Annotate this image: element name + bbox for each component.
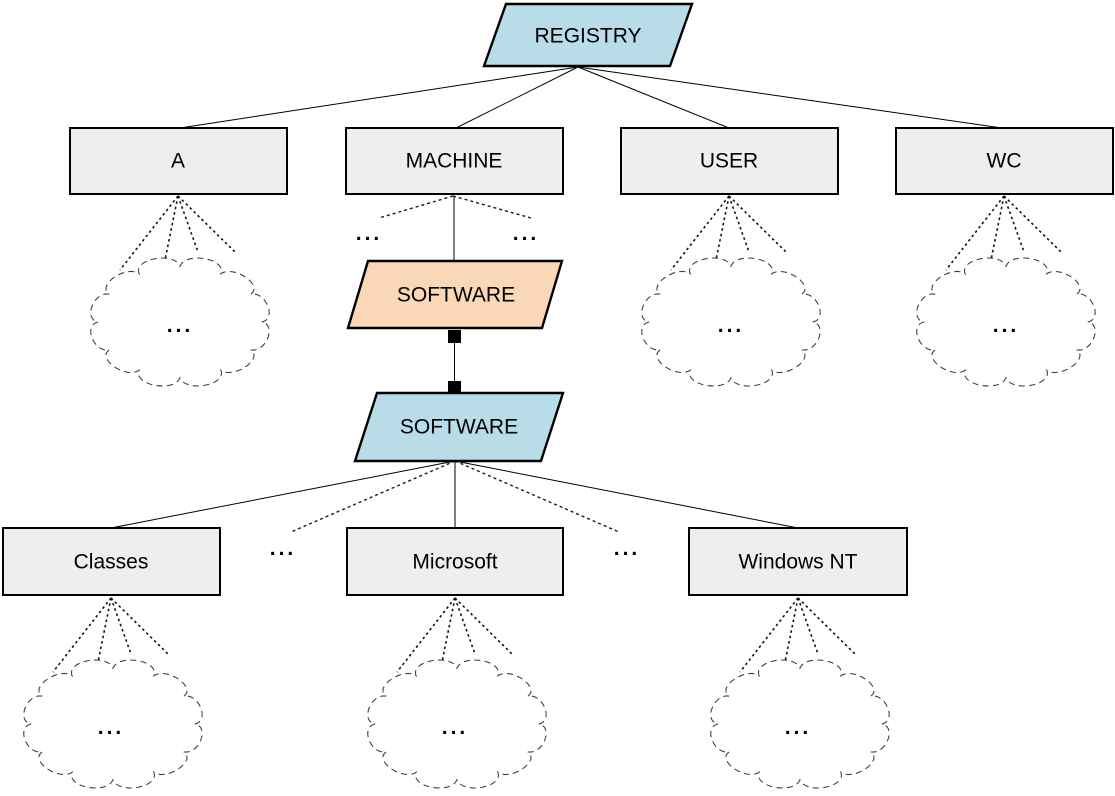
edge-registry-a xyxy=(179,66,579,129)
ellipsis-machine-right: ... xyxy=(513,222,540,245)
edges-software-children xyxy=(110,460,799,533)
edge-machine-ellipsis-right xyxy=(452,195,532,219)
node-wc-shape xyxy=(895,127,1114,195)
ellipsis-row3-right: ... xyxy=(614,537,641,560)
cloud-under-wc xyxy=(917,196,1095,386)
edge-registry-wc xyxy=(577,66,1003,129)
cloud-under-a xyxy=(91,196,269,386)
node-software-shape xyxy=(353,391,565,463)
node-software-machine-label: SOFTWARE xyxy=(397,284,515,307)
node-software-label: SOFTWARE xyxy=(400,416,518,439)
software-link-square-top xyxy=(448,330,461,343)
ellipsis-cloud-windowsnt: ... xyxy=(785,716,812,739)
edge-registry-machine xyxy=(455,66,579,129)
node-machine: MACHINE xyxy=(345,127,564,195)
node-machine-label: MACHINE xyxy=(406,150,503,173)
cloud-under-classes xyxy=(24,598,202,788)
cloud-under-microsoft xyxy=(368,598,546,788)
node-wc-label: WC xyxy=(987,150,1022,173)
node-machine-shape xyxy=(345,127,564,195)
ellipsis-cloud-classes: ... xyxy=(98,716,125,739)
node-microsoft: Microsoft xyxy=(346,527,564,596)
node-wc: WC xyxy=(895,127,1114,195)
node-classes-shape xyxy=(2,527,221,596)
node-classes: Classes xyxy=(2,527,221,596)
ellipsis-cloud-user: ... xyxy=(718,314,745,337)
software-link-connector xyxy=(448,330,461,394)
edges-registry-children xyxy=(179,66,1003,129)
software-link-square-bottom xyxy=(448,381,461,394)
node-user-label: USER xyxy=(700,150,758,173)
edge-software-classes xyxy=(110,460,456,529)
edge-software-windowsnt xyxy=(454,460,799,529)
node-software: SOFTWARE xyxy=(353,391,565,463)
edge-software-ellipsis-left xyxy=(290,460,456,533)
cloud-under-user xyxy=(642,196,820,386)
edges-machine-children xyxy=(378,195,532,261)
ellipsis-cloud-microsoft: ... xyxy=(442,716,469,739)
node-registry: REGISTRY xyxy=(482,2,694,68)
node-a-label: A xyxy=(171,150,185,173)
node-windowsnt-label: Windows NT xyxy=(738,551,857,574)
ellipsis-cloud-wc: ... xyxy=(993,314,1020,337)
node-registry-label: REGISTRY xyxy=(535,25,642,48)
ellipsis-cloud-a: ... xyxy=(167,314,194,337)
node-windowsnt-shape xyxy=(688,527,908,596)
edge-registry-user xyxy=(577,66,730,129)
node-user-shape xyxy=(620,127,839,195)
ellipsis-row3-left: ... xyxy=(270,537,297,560)
edge-software-ellipsis-right xyxy=(454,460,620,533)
ellipsis-machine-left: ... xyxy=(356,222,383,245)
node-classes-label: Classes xyxy=(74,551,149,574)
node-software-machine-shape xyxy=(346,259,564,330)
node-a: A xyxy=(69,127,288,195)
node-software-machine: SOFTWARE xyxy=(346,259,564,330)
node-microsoft-shape xyxy=(346,527,564,596)
cloud-under-windowsnt xyxy=(711,598,889,788)
edge-machine-ellipsis-left xyxy=(378,195,454,219)
node-windowsnt: Windows NT xyxy=(688,527,908,596)
node-microsoft-label: Microsoft xyxy=(412,551,497,574)
node-registry-shape xyxy=(482,2,694,68)
node-a-shape xyxy=(69,127,288,195)
node-user: USER xyxy=(620,127,839,195)
